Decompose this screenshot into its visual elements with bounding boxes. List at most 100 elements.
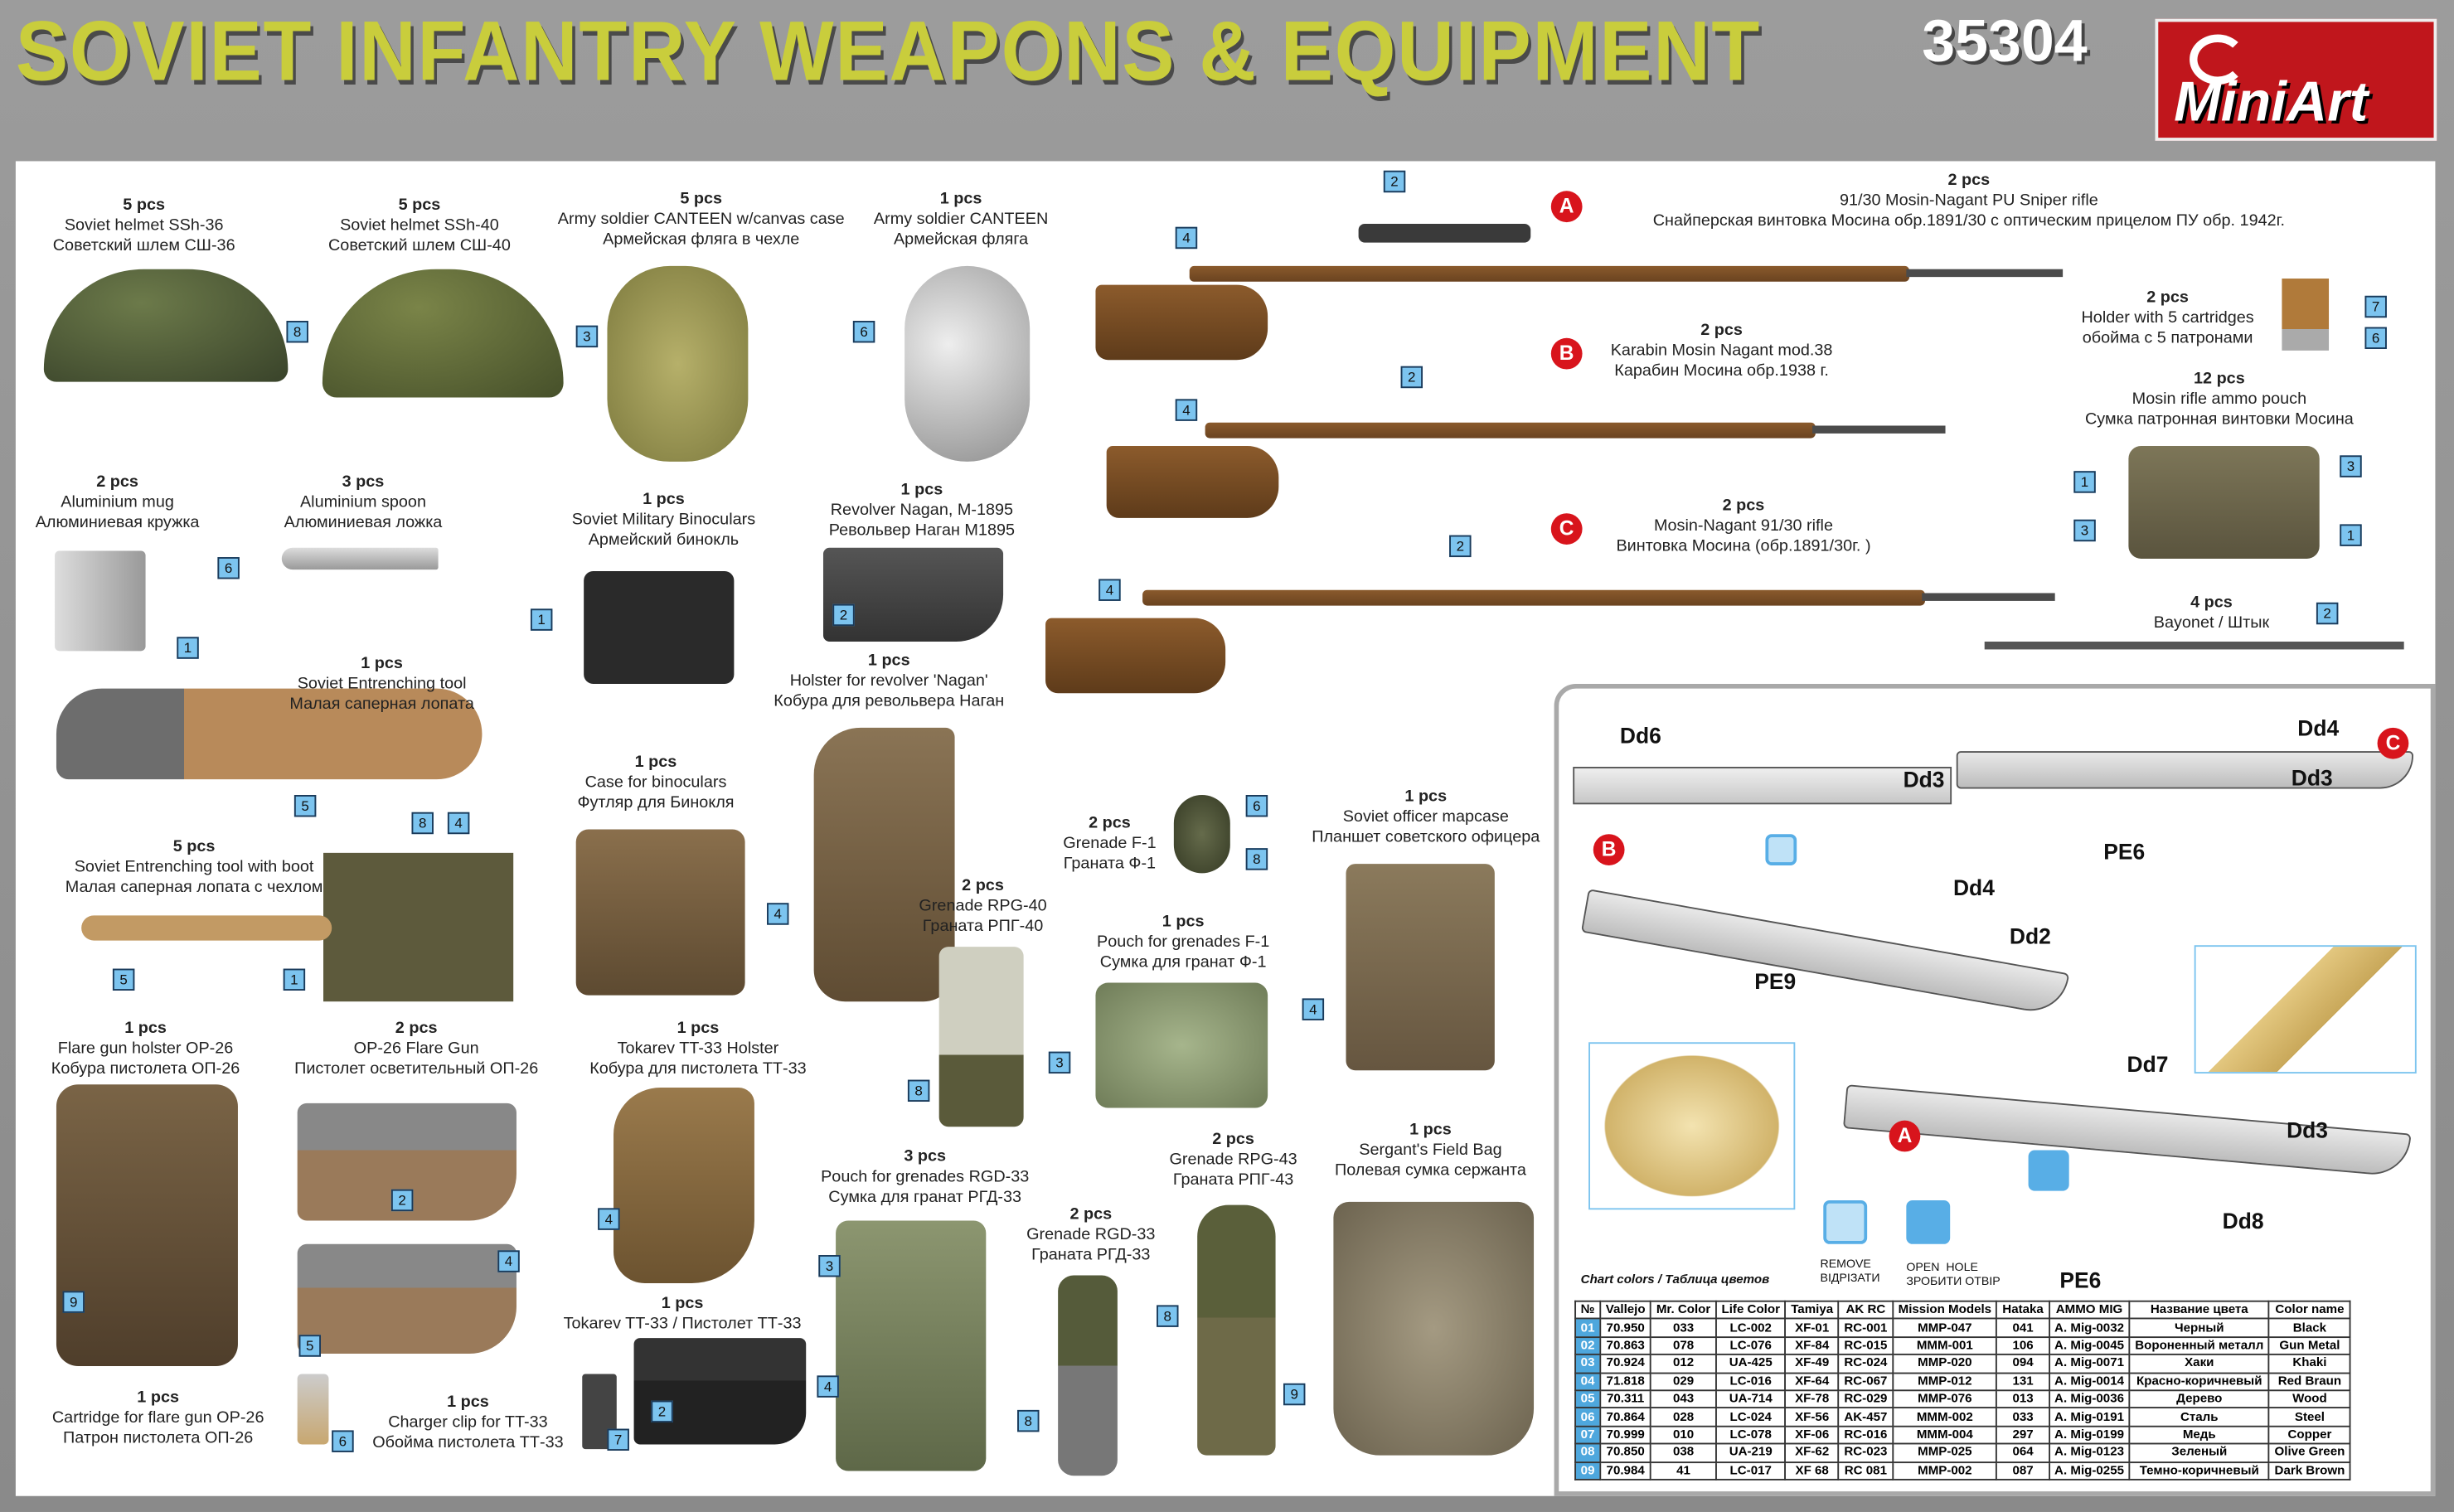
canteen-case-image (607, 265, 749, 462)
carbine-stock (1106, 446, 1279, 518)
table-cell: XF-49 (1784, 1354, 1840, 1374)
diagram-rifle-c (1956, 751, 2413, 789)
table-cell: LC-078 (1714, 1425, 1787, 1445)
item-name-en: Soviet helmet SSh-36 (64, 216, 224, 235)
item-name-ru: Сумка для гранат РГД-33 (828, 1187, 1022, 1207)
table-cell: MMP-020 (1892, 1354, 1998, 1374)
color-callout: 7 (2364, 295, 2387, 318)
item-quantity: 1 pcs (447, 1393, 489, 1412)
item-name-en: Soviet Entrenching tool (297, 674, 467, 694)
table-cell: RC-024 (1837, 1354, 1894, 1374)
item-name-ru: Револьвер Наган М1895 (828, 521, 1016, 540)
table-cell: 05 (1574, 1389, 1602, 1409)
diagram-part-label: Dd4 (1952, 875, 1995, 900)
item-name-en: Revolver Nagan, M-1895 (830, 501, 1014, 520)
table-cell: Gun Metal (2267, 1335, 2351, 1356)
table-cell: 70.924 (1599, 1354, 1652, 1374)
table-cell: RC-001 (1837, 1318, 1894, 1338)
table-cell: LC-076 (1714, 1335, 1787, 1356)
item-name-en: Army soldier CANTEEN (873, 209, 1049, 229)
variant-marker: C (2377, 727, 2409, 759)
table-header: Vallejo (1599, 1300, 1652, 1321)
table-cell: 087 (1996, 1461, 2050, 1480)
variant-marker: C (1550, 513, 1583, 545)
item-name-en: Grenade RPG-43 (1169, 1150, 1297, 1170)
table-cell: 41 (1650, 1461, 1717, 1480)
boot-tool-handle-image (81, 915, 332, 941)
open-hole-label-en: OPEN HOLE (1906, 1259, 1978, 1274)
item-name-ru: Карабин Мосина обр.1938 г. (1614, 361, 1829, 380)
item-name-en: Tokarev TT-33 Holster (617, 1039, 779, 1059)
item-name-ru: Винтовка Мосина (обр.1891/30г. ) (1616, 536, 1871, 556)
item-quantity: 5 pcs (123, 195, 166, 215)
color-callout: 8 (907, 1079, 930, 1102)
table-cell: UA-425 (1714, 1354, 1787, 1374)
table-cell: UA-219 (1714, 1442, 1787, 1463)
item-quantity: 3 pcs (342, 472, 385, 492)
table-cell: Вороненный металл (2128, 1335, 2270, 1356)
item-name-en: Pouch for grenades RGD-33 (821, 1167, 1030, 1186)
table-cell: MMP-047 (1892, 1318, 1998, 1338)
item-name-ru: Полевая сумка сержанта (1334, 1161, 1526, 1180)
item-name-ru: Граната РГД-33 (1031, 1245, 1151, 1265)
table-header: Tamiya (1784, 1300, 1840, 1321)
mapcase-image (1346, 864, 1495, 1071)
field-bag-image (1333, 1201, 1535, 1456)
table-cell: 06 (1574, 1407, 1602, 1427)
sniper-rifle-body (1189, 265, 1910, 282)
variant-marker: B (1550, 337, 1583, 370)
color-callout: 6 (217, 557, 240, 579)
table-cell: A. Mig-0255 (2048, 1461, 2131, 1480)
table-header: Mr. Color (1650, 1300, 1717, 1321)
table-cell: RC-029 (1837, 1389, 1894, 1409)
table-cell: XF-84 (1784, 1335, 1840, 1356)
table-cell: UA-714 (1714, 1389, 1787, 1409)
table-cell: 033 (1996, 1407, 2050, 1427)
grenade-f1-image (1173, 795, 1230, 874)
item-name-ru: Советский шлем СШ-40 (327, 236, 511, 255)
carbine-body (1205, 422, 1816, 439)
table-cell: 70.984 (1599, 1461, 1652, 1480)
item-name-en: Sergant's Field Bag (1359, 1141, 1502, 1160)
brand-logo: MiniArt (2155, 18, 2437, 141)
table-cell: Медь (2128, 1425, 2270, 1445)
item-name-en: Bayonet / Штык (2153, 613, 2270, 632)
item-name-en: Grenade F-1 (1063, 834, 1157, 853)
revolver-image (822, 547, 1004, 642)
diagram-part-label: PE6 (2103, 838, 2146, 865)
table-cell: 07 (1574, 1425, 1602, 1445)
diagram-part-label: Dd4 (2297, 715, 2340, 740)
table-cell: 078 (1650, 1335, 1717, 1356)
item-quantity: 1 pcs (939, 189, 982, 209)
diagram-part-label: PE6 (2059, 1267, 2102, 1293)
item-quantity: 5 pcs (172, 836, 216, 856)
item-name-en: Grenade RGD-33 (1026, 1225, 1156, 1244)
item-name-en: Holster for revolver 'Nagan' (789, 671, 988, 691)
table-cell: XF-64 (1784, 1371, 1840, 1392)
item-quantity: 1 pcs (361, 654, 403, 673)
table-cell: 029 (1650, 1371, 1717, 1392)
table-cell: Red Braun (2267, 1371, 2351, 1392)
table-cell: Copper (2267, 1425, 2351, 1445)
item-name-ru: Малая саперная лопата (289, 695, 474, 714)
color-callout: 9 (62, 1291, 85, 1313)
color-callout: 1 (2073, 471, 2096, 493)
table-cell: Black (2267, 1318, 2351, 1338)
item-name-en: Case for binoculars (584, 773, 727, 792)
